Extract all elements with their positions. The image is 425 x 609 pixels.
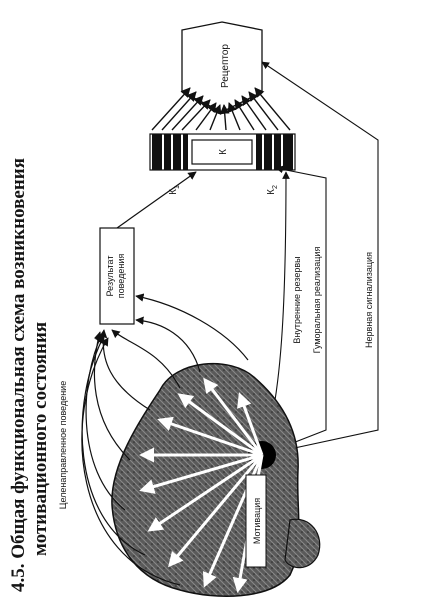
result-label-line-2: поведения [116,254,126,299]
k2-label: К2 [266,185,279,195]
motivation-blob [111,362,300,597]
internal-reserves-label: Внутренние резервы [292,256,302,343]
motivation-label-box [245,474,267,568]
nervous-line [261,61,379,456]
goal-behavior-arrows [81,293,249,586]
brainstem-shape [284,518,321,569]
radiating-arrows [139,377,264,593]
k-box-label: К [218,149,229,155]
motivation-label: Мотивация [252,498,262,544]
k1-label: К1 [168,185,181,195]
nervous-label: Нервная сигнализация [364,252,374,348]
result-label-line-1: Результат [105,256,115,297]
feedback-arrows [151,87,291,131]
humoral-label: Гуморальная реализация [312,247,322,354]
receptor-label: Рецептор [220,44,231,88]
goal-behavior-label: Целенаправленное поведение [58,381,68,509]
result-to-k1-arrow [116,171,197,229]
k-box [191,139,253,165]
